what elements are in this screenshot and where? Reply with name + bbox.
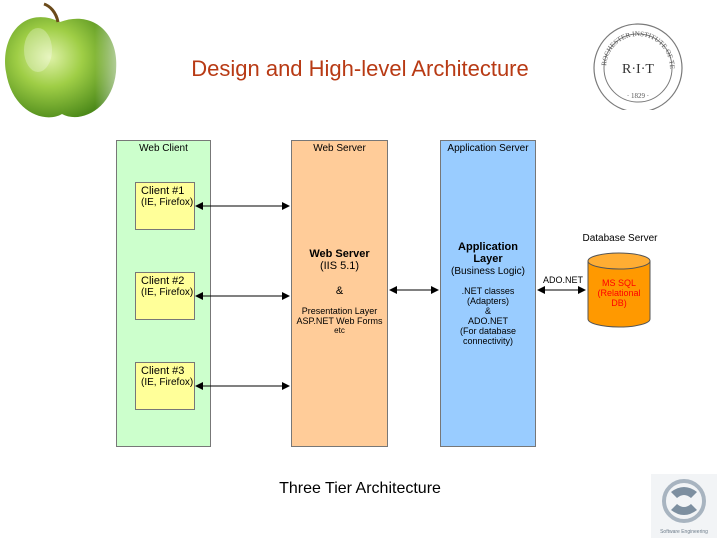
database-server-label: Database Server <box>582 233 658 244</box>
client-detail: (IE, Firefox) <box>141 197 194 208</box>
client-name: Client #1 <box>141 185 185 197</box>
web-server-column: Web Server <box>291 140 388 447</box>
aspnet-web-forms-text: ASP.NET Web Forms <box>296 316 383 326</box>
relational-text: (Relational <box>597 288 641 298</box>
client-box-2: Client #2 (IE, Firefox) <box>135 272 195 320</box>
app-layer-heading-1: Application <box>458 241 518 253</box>
svg-text:R·I·T: R·I·T <box>622 62 654 77</box>
for-database-text: (For database <box>459 326 517 336</box>
client-name: Client #2 <box>141 275 185 287</box>
net-classes-text: .NET classes <box>461 286 515 296</box>
adonet-text: ADO.NET <box>467 316 508 326</box>
amp-text: & <box>484 306 491 316</box>
svg-text:Software Engineering: Software Engineering <box>660 529 708 535</box>
apple-image <box>5 0 135 125</box>
web-server-label: Web Server <box>313 143 366 154</box>
client-detail: (IE, Firefox) <box>141 287 194 298</box>
presentation-layer-text: Presentation Layer <box>301 306 378 316</box>
database-cylinder <box>587 252 651 328</box>
app-server-label: Application Server <box>447 143 529 154</box>
client-detail: (IE, Firefox) <box>141 377 194 388</box>
svg-text:· 1829 ·: · 1829 · <box>627 92 649 100</box>
web-server-amp: & <box>335 285 344 297</box>
adapters-text: (Adapters) <box>466 296 510 306</box>
app-layer-heading-2: Layer <box>473 253 503 265</box>
software-engineering-logo: Software Engineering <box>651 474 717 538</box>
client-box-3: Client #3 (IE, Firefox) <box>135 362 195 410</box>
rit-seal-logo: ROCHESTER INSTITUTE OF TECHNOLOGY R·I·T … <box>590 20 683 110</box>
app-server-column: Application Server <box>440 140 536 447</box>
slide-title: Design and High-level Architecture <box>191 56 529 81</box>
db-text: MS SQL (Relational DB) <box>587 278 651 308</box>
app-layer-block: Application Layer (Business Logic) .NET … <box>440 241 536 346</box>
web-server-block: Web Server (IIS 5.1) & Presentation Laye… <box>291 248 388 336</box>
web-server-heading: Web Server <box>309 248 370 260</box>
etc-text: etc <box>334 326 345 335</box>
web-client-label: Web Client <box>139 143 188 154</box>
web-server-version: (IIS 5.1) <box>319 260 360 272</box>
business-logic-text: (Business Logic) <box>451 266 525 277</box>
ms-sql-text: MS SQL <box>601 278 636 288</box>
diagram-caption: Three Tier Architecture <box>279 480 441 497</box>
db-suffix-text: DB) <box>611 298 627 308</box>
client-name: Client #3 <box>141 365 185 377</box>
adonet-connector-label: ADO.NET <box>543 275 584 285</box>
client-box-1: Client #1 (IE, Firefox) <box>135 182 195 230</box>
connectivity-text: connectivity) <box>462 336 514 346</box>
